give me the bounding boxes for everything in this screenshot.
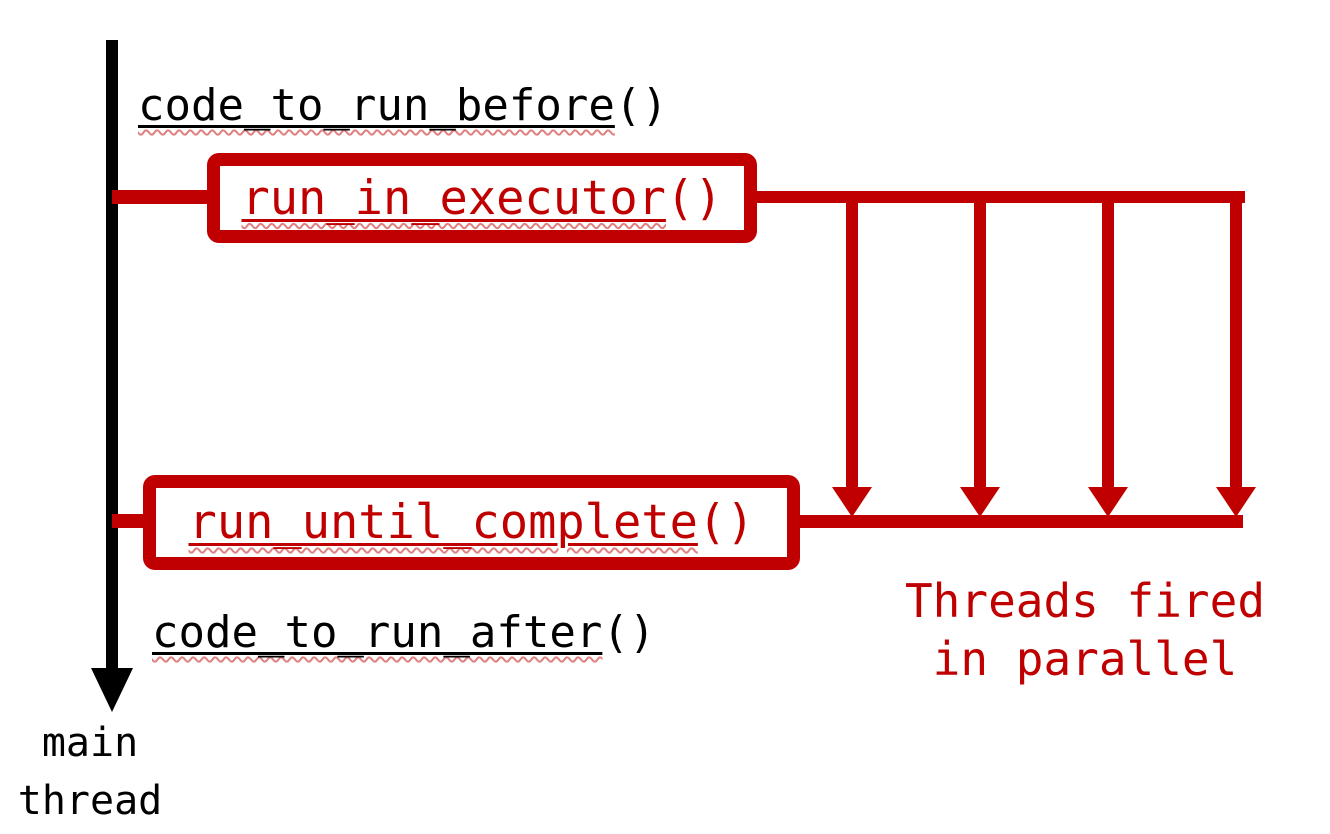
thread-launch-rail	[750, 191, 1245, 203]
main-thread-arrowhead-icon	[91, 668, 133, 712]
run-until-complete-identifier: run_until_complete	[188, 495, 698, 550]
thread-arrowhead-icon	[832, 487, 872, 517]
annotation-line-2: in parallel	[932, 632, 1238, 686]
thread-line	[1102, 191, 1114, 489]
main-thread-line	[106, 40, 118, 672]
thread-line	[846, 191, 858, 489]
main-thread-caption-line-2: thread	[17, 778, 163, 824]
threads-fired-annotation: Threads fired in parallel	[905, 572, 1265, 688]
main-thread-caption-line-1: main	[41, 720, 139, 766]
thread-arrowhead-icon	[960, 487, 1000, 517]
thread-arrow	[832, 191, 872, 521]
run-in-executor-parens: ()	[665, 170, 723, 226]
run-in-executor-identifier: run_in_executor	[241, 170, 666, 226]
run-until-complete-label: run_until_complete()	[189, 495, 755, 550]
code-before-parens: ()	[614, 80, 668, 131]
code-before-identifier: code_to_run_before	[138, 80, 615, 131]
run-in-executor-box: run_in_executor()	[207, 153, 757, 243]
executor-connector-line	[112, 190, 212, 204]
thread-arrowhead-icon	[1216, 487, 1256, 517]
annotation-line-1: Threads fired	[904, 574, 1266, 628]
thread-arrow	[1088, 191, 1128, 521]
run-in-executor-label: run_in_executor()	[241, 171, 722, 226]
thread-arrow	[1216, 191, 1256, 521]
thread-line	[974, 191, 986, 489]
code-to-run-before-label: code_to_run_before()	[138, 80, 668, 131]
code-to-run-after-label: code_to_run_after()	[152, 607, 655, 658]
thread-arrow	[960, 191, 1000, 521]
run-until-complete-parens: ()	[697, 495, 755, 550]
main-thread-caption: main thread	[18, 714, 163, 830]
code-after-identifier: code_to_run_after	[152, 607, 603, 658]
thread-join-rail	[795, 515, 1243, 528]
thread-line	[1230, 191, 1242, 489]
run-until-complete-box: run_until_complete()	[143, 475, 800, 570]
code-after-parens: ()	[602, 607, 656, 658]
thread-arrowhead-icon	[1088, 487, 1128, 517]
